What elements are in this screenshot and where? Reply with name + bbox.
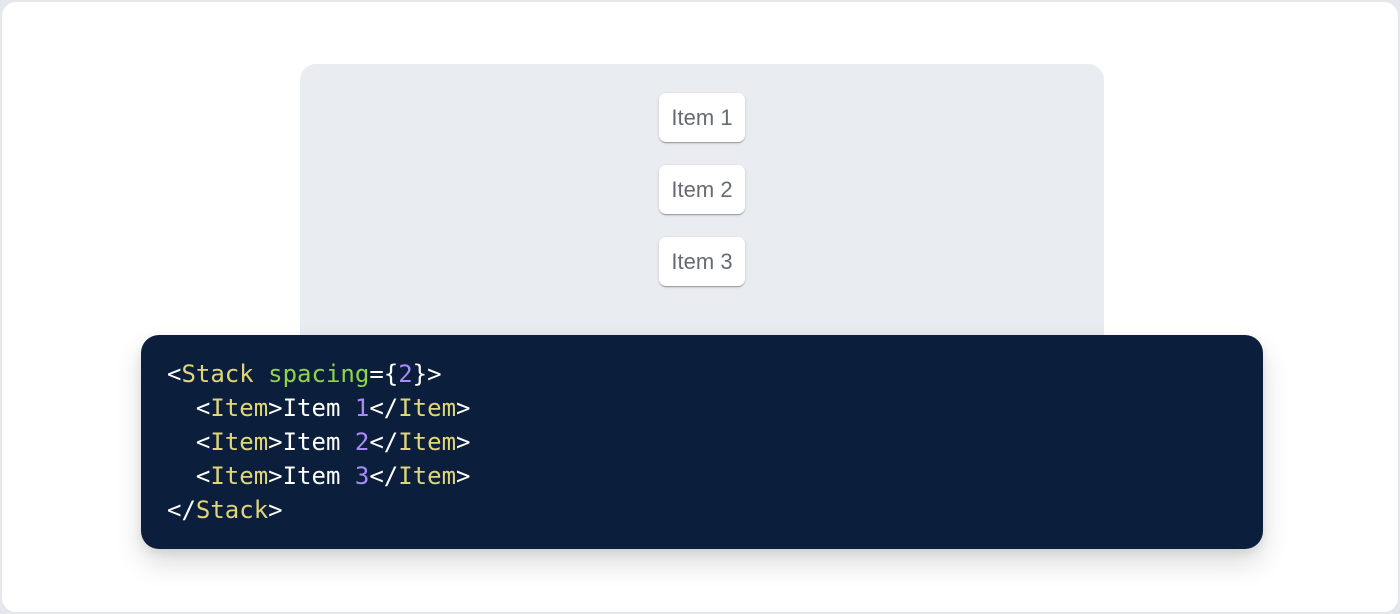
code-token-plain: Item bbox=[282, 428, 355, 456]
code-token-punc: </ bbox=[369, 428, 399, 456]
code-token-punc: < bbox=[195, 394, 211, 422]
code-token-tag: Item bbox=[210, 462, 269, 490]
code-token-punc: > bbox=[456, 462, 471, 490]
code-token-tag: Item bbox=[210, 394, 269, 422]
code-token-tag: Item bbox=[210, 428, 269, 456]
code-token-plain: Item bbox=[282, 462, 355, 490]
stack-item-label: Item 1 bbox=[671, 105, 733, 130]
code-token-punc: > bbox=[268, 428, 283, 456]
code-line: <Item>Item 2</Item> bbox=[167, 425, 1237, 459]
code-token-tag: Stack bbox=[195, 496, 269, 524]
code-lines: <Stack spacing={2}> <Item>Item 1</Item> … bbox=[167, 357, 1237, 527]
code-line: <Stack spacing={2}> bbox=[167, 357, 1237, 391]
code-token-num: 2 bbox=[398, 360, 413, 388]
code-token-tag: Item bbox=[398, 462, 457, 490]
code-token-num: 1 bbox=[354, 394, 370, 422]
code-token-tag: Item bbox=[398, 394, 457, 422]
code-token-punc: </ bbox=[369, 462, 399, 490]
code-token-punc: > bbox=[268, 496, 283, 524]
code-token-plain bbox=[167, 428, 196, 456]
code-block: <Stack spacing={2}> <Item>Item 1</Item> … bbox=[141, 335, 1263, 549]
code-token-punc: < bbox=[195, 462, 211, 490]
code-token-plain bbox=[254, 360, 268, 388]
code-line: <Item>Item 3</Item> bbox=[167, 459, 1237, 493]
code-token-punc: > bbox=[427, 360, 442, 388]
code-token-punc: </ bbox=[167, 496, 196, 524]
code-token-punc: { bbox=[383, 360, 399, 388]
stack-container: Item 1 Item 2 Item 3 bbox=[300, 64, 1104, 286]
code-token-punc: < bbox=[167, 360, 182, 388]
stack-item: Item 3 bbox=[659, 237, 745, 286]
code-token-punc: </ bbox=[369, 394, 399, 422]
stack-item-label: Item 3 bbox=[671, 249, 733, 274]
code-token-num: 3 bbox=[354, 462, 370, 490]
code-token-punc: } bbox=[412, 360, 428, 388]
code-token-tag: Item bbox=[398, 428, 457, 456]
stack-demo-panel: Item 1 Item 2 Item 3 bbox=[300, 64, 1104, 364]
stack-item: Item 1 bbox=[659, 93, 745, 142]
code-token-punc: < bbox=[195, 428, 211, 456]
code-token-plain bbox=[167, 462, 196, 490]
stack-item: Item 2 bbox=[659, 165, 745, 214]
code-token-num: 2 bbox=[354, 428, 370, 456]
code-token-punc: > bbox=[268, 462, 283, 490]
code-token-attr: spacing bbox=[268, 360, 370, 388]
code-token-punc: > bbox=[456, 394, 471, 422]
code-token-punc: > bbox=[268, 394, 283, 422]
code-token-punc: > bbox=[456, 428, 471, 456]
code-token-tag: Stack bbox=[181, 360, 254, 388]
code-token-punc: = bbox=[369, 360, 384, 388]
code-token-plain: Item bbox=[282, 394, 355, 422]
code-line: <Item>Item 1</Item> bbox=[167, 391, 1237, 425]
code-token-plain bbox=[167, 394, 196, 422]
stack-item-label: Item 2 bbox=[671, 177, 733, 202]
code-line: </Stack> bbox=[167, 493, 1237, 527]
